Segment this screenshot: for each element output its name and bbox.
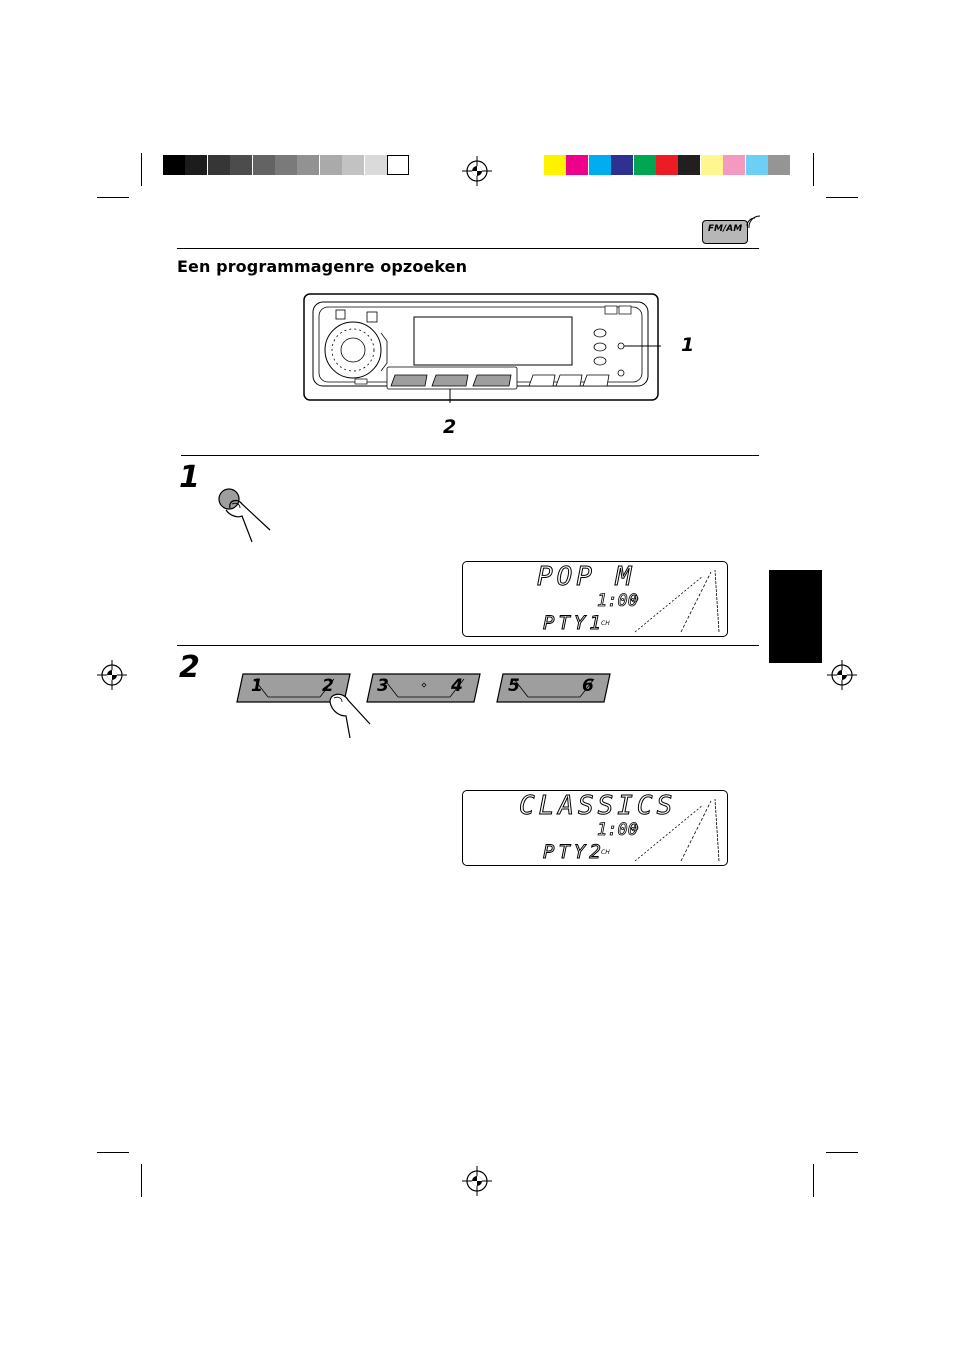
color-swatch [611,155,634,175]
step-2-rule [177,645,759,646]
preset-button-1-2 [236,673,351,703]
preset-label-5: 5 [508,676,520,696]
color-swatch [745,155,768,175]
color-swatch [678,155,701,175]
grayscale-swatch [207,155,230,175]
fm-am-label: FM/AM [707,224,743,234]
color-swatch [633,155,656,175]
crop-mark [141,1164,142,1197]
preset-label-6: 6 [582,676,594,696]
grayscale-swatch [252,155,275,175]
lcd-ch-label: CH [601,620,610,627]
preset-label-4: 4 [451,676,463,696]
registration-mark-icon [827,660,857,690]
lcd-pty-code: PTY1 [543,612,605,634]
radio-wave-icon [746,215,761,229]
callout-1: 1 [681,334,695,356]
grayscale-swatch [342,155,365,175]
grayscale-swatch [163,155,185,175]
step-1-rule [181,455,759,456]
crop-mark [813,153,814,186]
grayscale-swatch [364,155,387,175]
grayscale-swatch [275,155,297,175]
registration-mark-icon [97,660,127,690]
grayscale-swatch [185,155,208,175]
callout-2: 2 [443,416,457,438]
grayscale-swatch [387,155,409,175]
color-swatch [566,155,589,175]
registration-mark-icon [462,1166,492,1196]
grayscale-swatch [297,155,320,175]
finger-press-button-icon [218,488,271,543]
lcd-clock: 1:00 [597,591,639,611]
crop-mark [97,197,129,198]
preset-label-1: 1 [251,676,263,696]
color-swatch [700,155,723,175]
lcd-clock: 1:00 [597,820,639,840]
crop-mark [813,1164,814,1197]
lcd-level-lines [634,798,720,862]
color-swatch [656,155,678,175]
crop-mark [97,1152,129,1153]
crop-mark [826,197,858,198]
color-swatch [723,155,746,175]
crop-mark [826,1152,858,1153]
clock-icon [630,823,639,832]
car-stereo-faceplate-illustration [303,293,661,403]
language-side-tab [769,570,822,663]
finger-press-icon [329,693,371,739]
lcd-display-classics: CLASSICS 1:00 PTY2 CH [462,790,728,866]
preset-button-5-6 [496,673,611,703]
clock-icon [630,594,639,603]
header-rule [177,248,759,249]
section-title: Een programmagenre opzoeken [177,257,468,276]
fm-am-badge: FM/AM [702,220,748,244]
color-swatch [544,155,566,175]
step-number-1: 1 [179,460,200,495]
preset-label-3: 3 [377,676,389,696]
preset-button-3-4 [366,673,481,703]
preset-label-2: 2 [322,676,334,696]
grayscale-swatch [230,155,253,175]
color-swatch [588,155,611,175]
step-number-2: 2 [179,650,200,685]
lcd-ch-label: CH [601,849,610,856]
lcd-main-text: POP M [536,562,636,592]
registration-mark-icon [462,156,492,186]
crop-mark [141,153,142,186]
color-swatch [768,155,790,175]
lcd-display-pop-m: POP M 1:00 PTY1 CH [462,561,728,637]
grayscale-swatch [319,155,342,175]
lcd-level-lines [634,569,720,633]
lcd-pty-code: PTY2 [543,841,605,863]
lcd-main-text: CLASSICS [518,791,677,821]
